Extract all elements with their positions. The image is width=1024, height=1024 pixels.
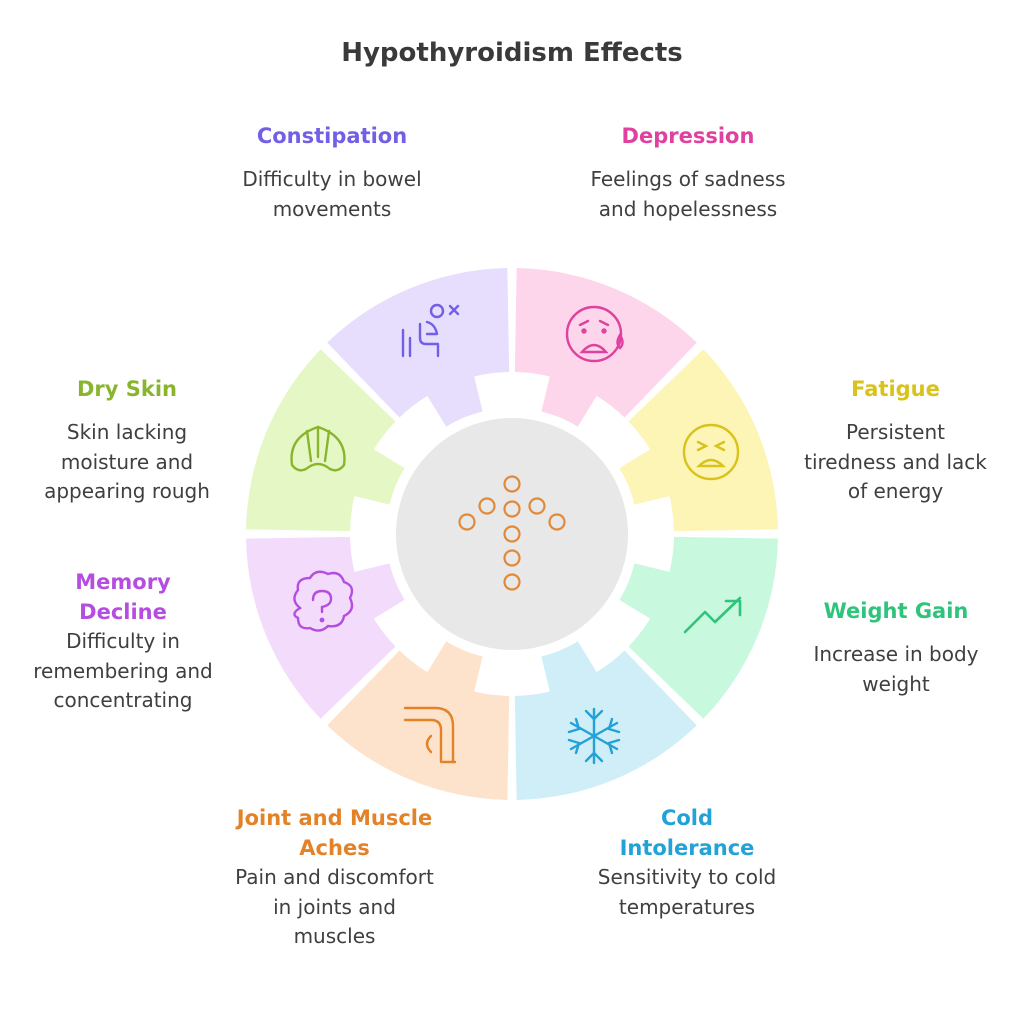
label-fatigue: Fatigue Persistent tiredness and lack of… bbox=[798, 374, 993, 507]
arrow-up-dots-icon bbox=[458, 475, 566, 591]
label-title: Memory Decline bbox=[75, 570, 171, 624]
label-description: Increase in body weight bbox=[813, 642, 979, 696]
label-constipation: Constipation Difficulty in bowel movemen… bbox=[232, 121, 432, 224]
label-cold-intolerance: Cold Intolerance Sensitivity to cold tem… bbox=[597, 803, 777, 922]
sector-depression bbox=[514, 268, 697, 427]
label-title: Fatigue bbox=[851, 377, 940, 401]
label-title: Weight Gain bbox=[823, 599, 969, 623]
label-description: Sensitivity to cold temperatures bbox=[597, 865, 777, 919]
snowflake-icon bbox=[567, 707, 621, 765]
sector-fatigue bbox=[619, 349, 778, 532]
sector-cold-intolerance bbox=[514, 641, 697, 800]
label-description: Feelings of sadness and hopelessness bbox=[590, 167, 786, 221]
sector-dry-skin bbox=[246, 349, 405, 532]
label-depression: Depression Feelings of sadness and hopel… bbox=[583, 121, 793, 224]
label-description: Skin lacking moisture and appearing roug… bbox=[44, 420, 210, 503]
center-disc bbox=[396, 418, 628, 650]
label-description: Persistent tiredness and lack of energy bbox=[804, 420, 987, 503]
page-title: Hypothyroidism Effects bbox=[341, 38, 683, 68]
brain-question-icon bbox=[293, 570, 354, 632]
label-description: Difficulty in remembering and concentrat… bbox=[33, 629, 213, 712]
toilet-person-icon bbox=[401, 303, 460, 358]
label-title: Depression bbox=[621, 124, 755, 148]
label-memory-decline: Memory Decline Difficulty in remembering… bbox=[28, 567, 218, 716]
label-description: Difficulty in bowel movements bbox=[242, 167, 422, 221]
label-weight-gain: Weight Gain Increase in body weight bbox=[800, 596, 992, 699]
label-joint-muscle-aches: Joint and Muscle Aches Pain and discomfo… bbox=[232, 803, 437, 952]
sector-constipation bbox=[327, 268, 510, 427]
label-title: Dry Skin bbox=[76, 377, 178, 401]
label-title: Joint and Muscle Aches bbox=[236, 806, 433, 860]
knee-joint-icon bbox=[403, 706, 457, 764]
croissant-icon bbox=[290, 425, 346, 472]
tired-face-icon bbox=[682, 423, 740, 481]
sector-weight-gain bbox=[619, 536, 778, 719]
label-dry-skin: Dry Skin Skin lacking moisture and appea… bbox=[22, 374, 232, 507]
trend-up-icon bbox=[683, 596, 742, 634]
label-description: Pain and discomfort in joints and muscle… bbox=[235, 865, 434, 948]
label-title: Constipation bbox=[256, 124, 408, 148]
crying-face-icon bbox=[565, 305, 624, 363]
label-title: Cold Intolerance bbox=[619, 806, 755, 860]
